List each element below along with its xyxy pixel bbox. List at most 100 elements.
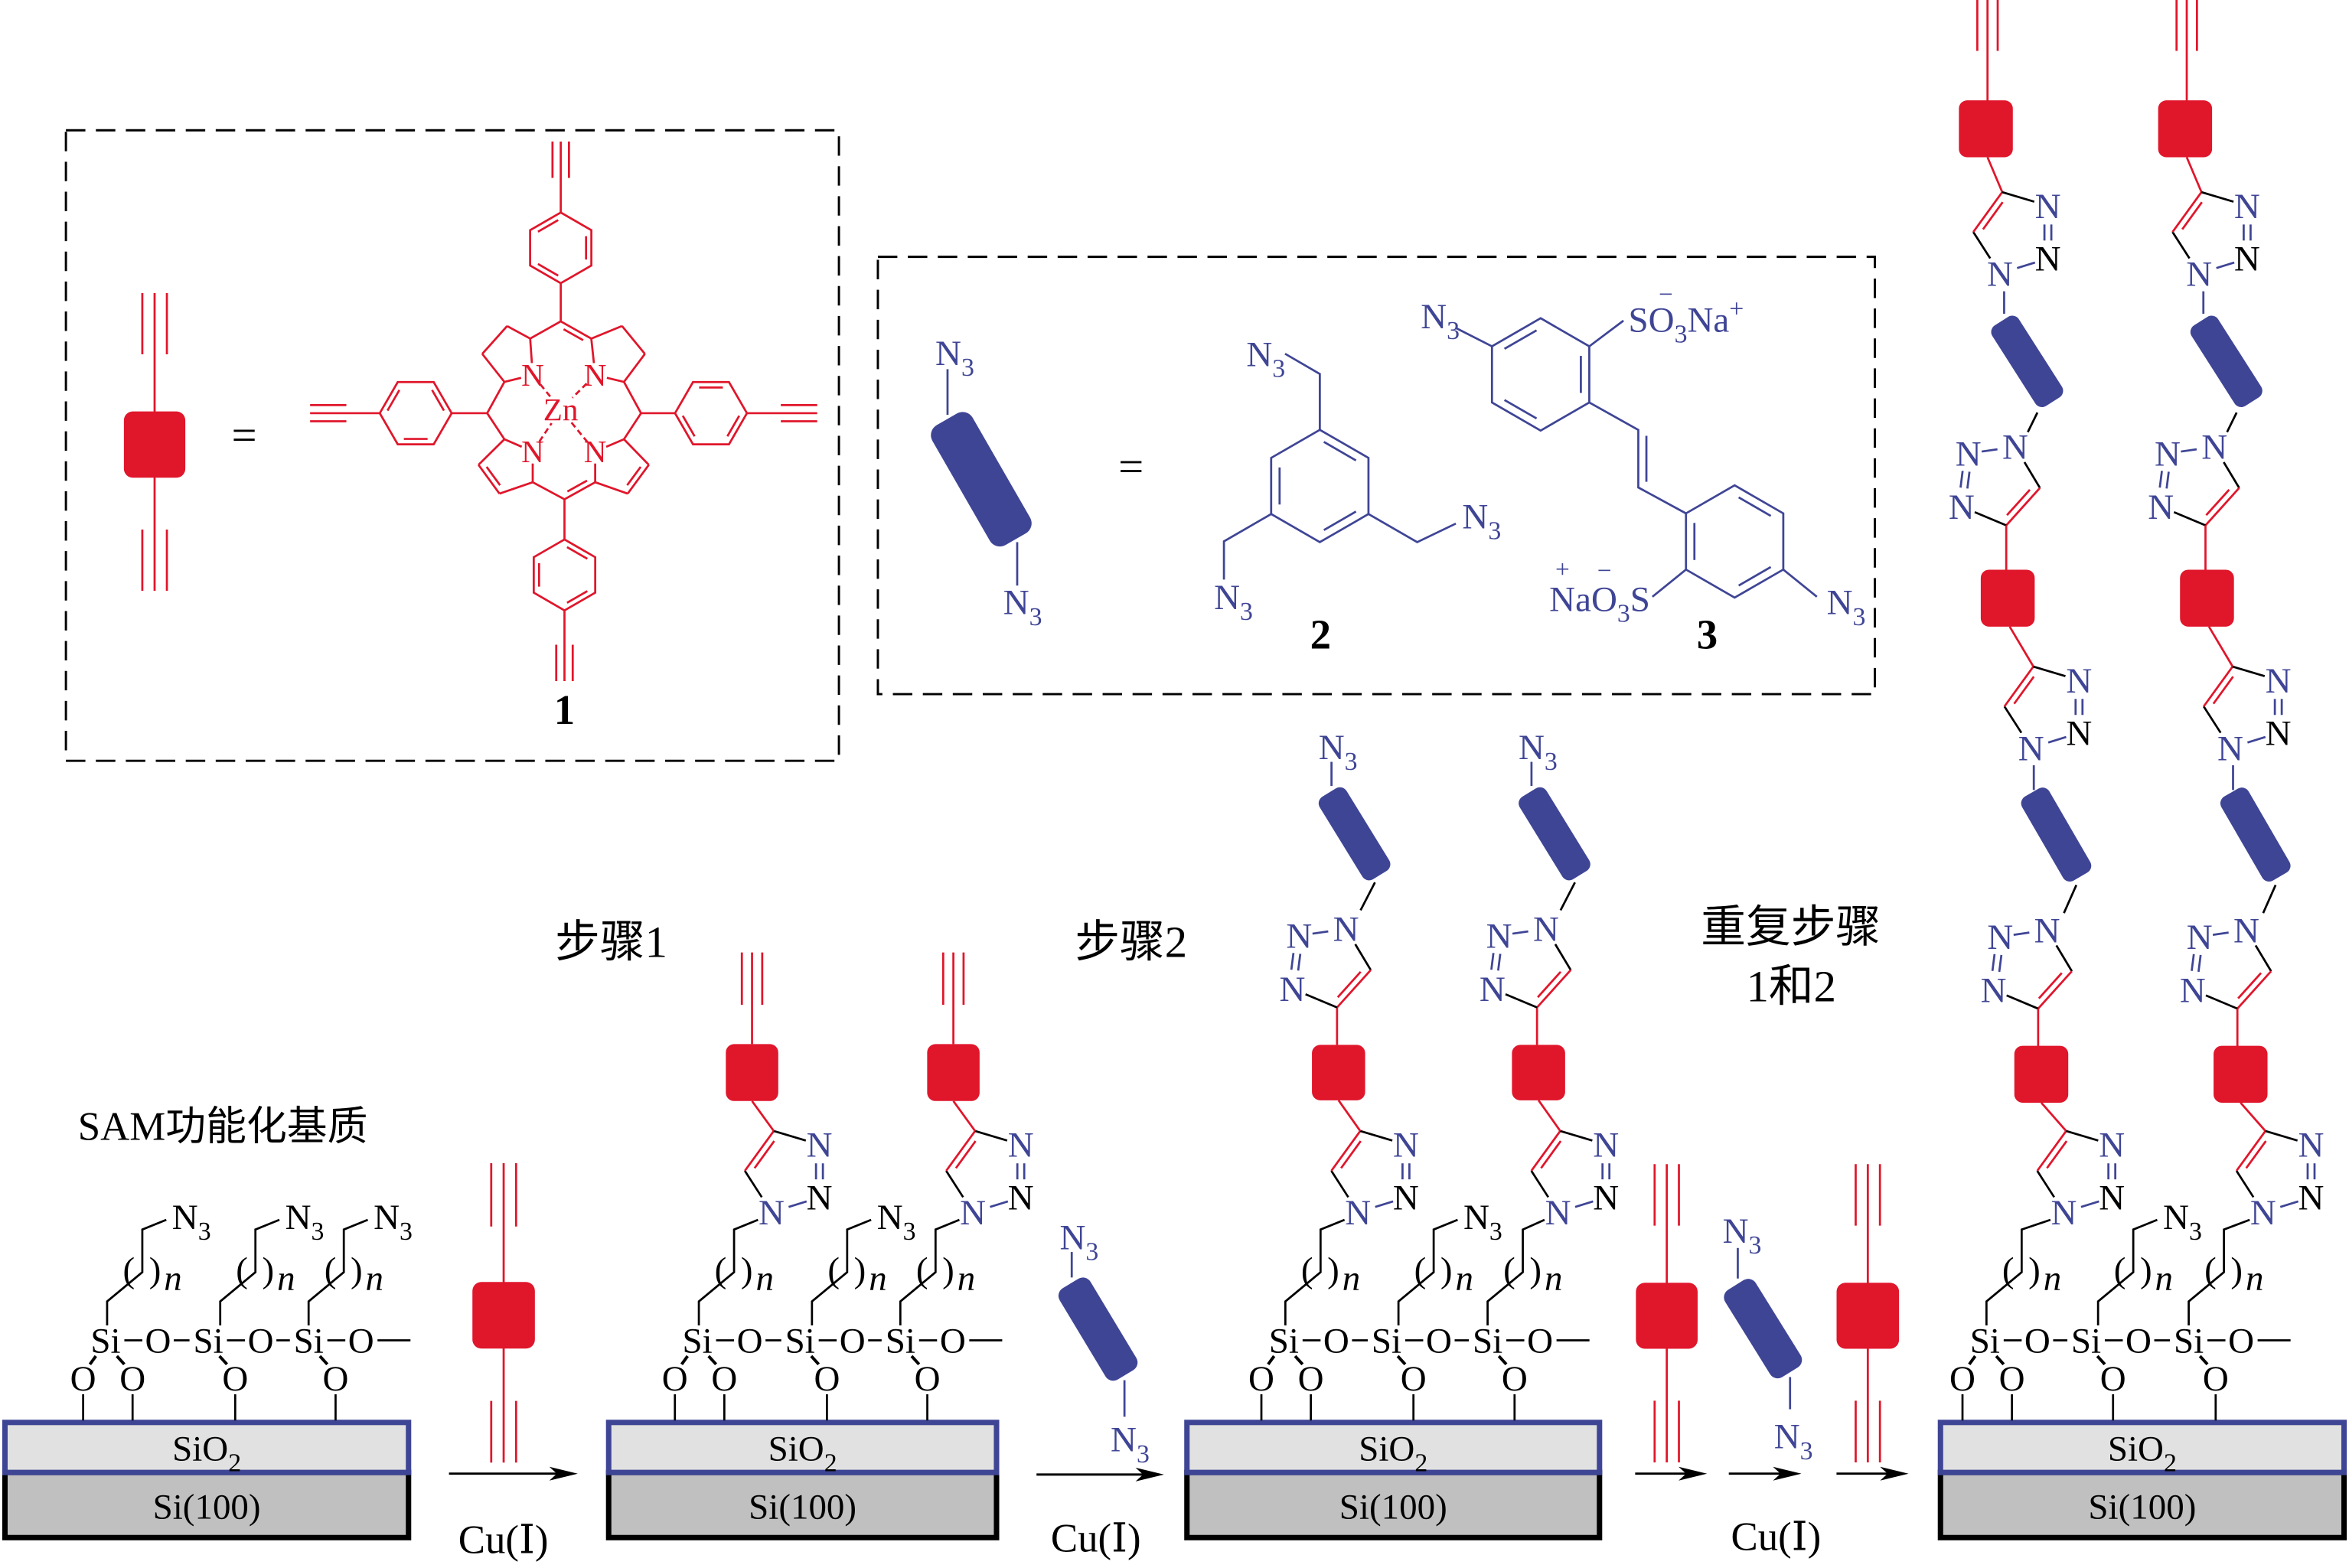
text-run: N	[2002, 428, 2028, 468]
ch2-azide-bond	[1222, 513, 1272, 580]
triazole-n1-label: N	[2201, 428, 2227, 468]
sio2-label: SiO2	[1359, 1429, 1427, 1477]
bond-n1-c5	[1554, 944, 1572, 971]
text-run: N	[1462, 497, 1488, 537]
text-run: (	[2204, 1250, 2217, 1290]
triazole-n2-label: N	[1486, 917, 1512, 957]
bond-si-o-surface	[1968, 1354, 1977, 1365]
subscript: 3	[1617, 600, 1630, 628]
text-run: O	[145, 1322, 171, 1361]
subscript: 2	[1414, 1449, 1427, 1478]
c-n-bond	[1455, 327, 1493, 347]
text-run: N	[2034, 911, 2060, 950]
bond-n1-n2	[2212, 931, 2229, 936]
repeat-bracket-close: )	[1440, 1250, 1453, 1290]
text-run: Si(100)	[749, 1488, 856, 1527]
chain-bonds	[307, 1218, 369, 1325]
text-run: N	[2035, 240, 2061, 279]
diazide-rod	[1519, 787, 1590, 881]
diazide-triazole-bond	[2063, 885, 2078, 914]
bond-n2-n3-double	[1998, 954, 2003, 973]
bond	[486, 381, 506, 414]
repeat-bracket-open: (	[1414, 1250, 1427, 1290]
text-run: N	[1480, 970, 1506, 1009]
bond-double	[626, 464, 650, 494]
compound-number-2: 2	[1310, 611, 1331, 657]
porphyrin-triazole-bond	[2040, 1102, 2067, 1132]
repeat-bracket-close: )	[2028, 1250, 2041, 1290]
surface-oxygen-label: O	[2203, 1359, 2229, 1399]
porphyrin-block	[1959, 100, 2013, 158]
ring-inner-double-bond	[1503, 399, 1538, 420]
porphyrin-triazole-bond	[2207, 626, 2234, 667]
ring-bonds	[378, 380, 453, 445]
text-run: O	[814, 1359, 840, 1399]
text-run: S	[1630, 579, 1650, 619]
bond	[605, 438, 625, 448]
benzene-ring	[1270, 429, 1370, 544]
bond	[590, 338, 595, 363]
text-run: (	[1301, 1250, 1313, 1290]
porphyrin-block	[927, 1044, 980, 1101]
bond-si-o-surface	[2096, 1354, 2106, 1366]
triazole-n1-label: N	[2051, 1193, 2077, 1233]
text-run: N	[374, 1198, 400, 1237]
repeat-bracket-close: )	[942, 1250, 954, 1290]
text-run: N	[1545, 1193, 1571, 1233]
text-run: N	[1774, 1417, 1800, 1457]
text-run: −	[1659, 280, 1673, 308]
bond-c4-c5-inner	[1540, 1140, 1562, 1169]
silicon-label: Si	[294, 1322, 324, 1361]
bond-n2-n3-double	[1297, 954, 1302, 971]
bond-c4-c5	[2037, 970, 2073, 1009]
diazide-rod	[1724, 1279, 1803, 1379]
ring-inner-double-bond	[1503, 329, 1538, 350]
text-run: (	[325, 1250, 337, 1290]
alkyl-chain: ()nN3	[2096, 1198, 2202, 1325]
bond-si-o-surface	[88, 1354, 97, 1365]
text-run: Si	[1970, 1322, 2000, 1361]
subscript: 3	[1085, 1238, 1098, 1266]
oxygen-label: O	[348, 1322, 374, 1361]
bond-si-o-surface	[318, 1354, 329, 1366]
repeat-index-n: n	[164, 1259, 181, 1299]
text-run: N	[2018, 729, 2044, 768]
text-run: n	[1545, 1259, 1562, 1299]
silicon-label: Si	[1970, 1322, 2000, 1361]
alkyl-chain: ()n	[1284, 1218, 1360, 1325]
text-run: (	[2002, 1250, 2015, 1290]
bond	[504, 377, 522, 383]
step-1-reaction: 步骤1 Cu(Ⅰ)	[449, 918, 667, 1562]
triazole-n2-label: N	[2234, 240, 2260, 279]
text-run: N	[935, 334, 961, 373]
subscript: 3	[2189, 1218, 2202, 1246]
bond	[623, 381, 642, 414]
oxygen-label: O	[737, 1322, 763, 1361]
subscript: 2	[2164, 1449, 2177, 1478]
repeat-bracket-open: (	[1301, 1250, 1313, 1290]
subscript: 3	[198, 1218, 211, 1246]
repeat-index-n: n	[755, 1259, 773, 1299]
azide-group-label: N3	[1059, 1218, 1098, 1266]
ring-inner-double-bond	[431, 390, 445, 412]
text-run: N	[1214, 578, 1240, 618]
triazole-n2-label: N	[1987, 918, 2013, 957]
text-run: )	[1327, 1250, 1339, 1290]
text-run: O	[662, 1359, 688, 1399]
text-run: N	[1345, 1193, 1371, 1233]
subscript: 2	[228, 1449, 241, 1478]
text-run: N	[2186, 254, 2212, 294]
text-run: N	[1393, 1126, 1419, 1165]
diazide-rod	[1991, 315, 2064, 408]
chain-bonds	[1486, 1218, 1545, 1325]
text-run: O	[1323, 1322, 1349, 1361]
silicon-label: Si	[1473, 1322, 1502, 1361]
